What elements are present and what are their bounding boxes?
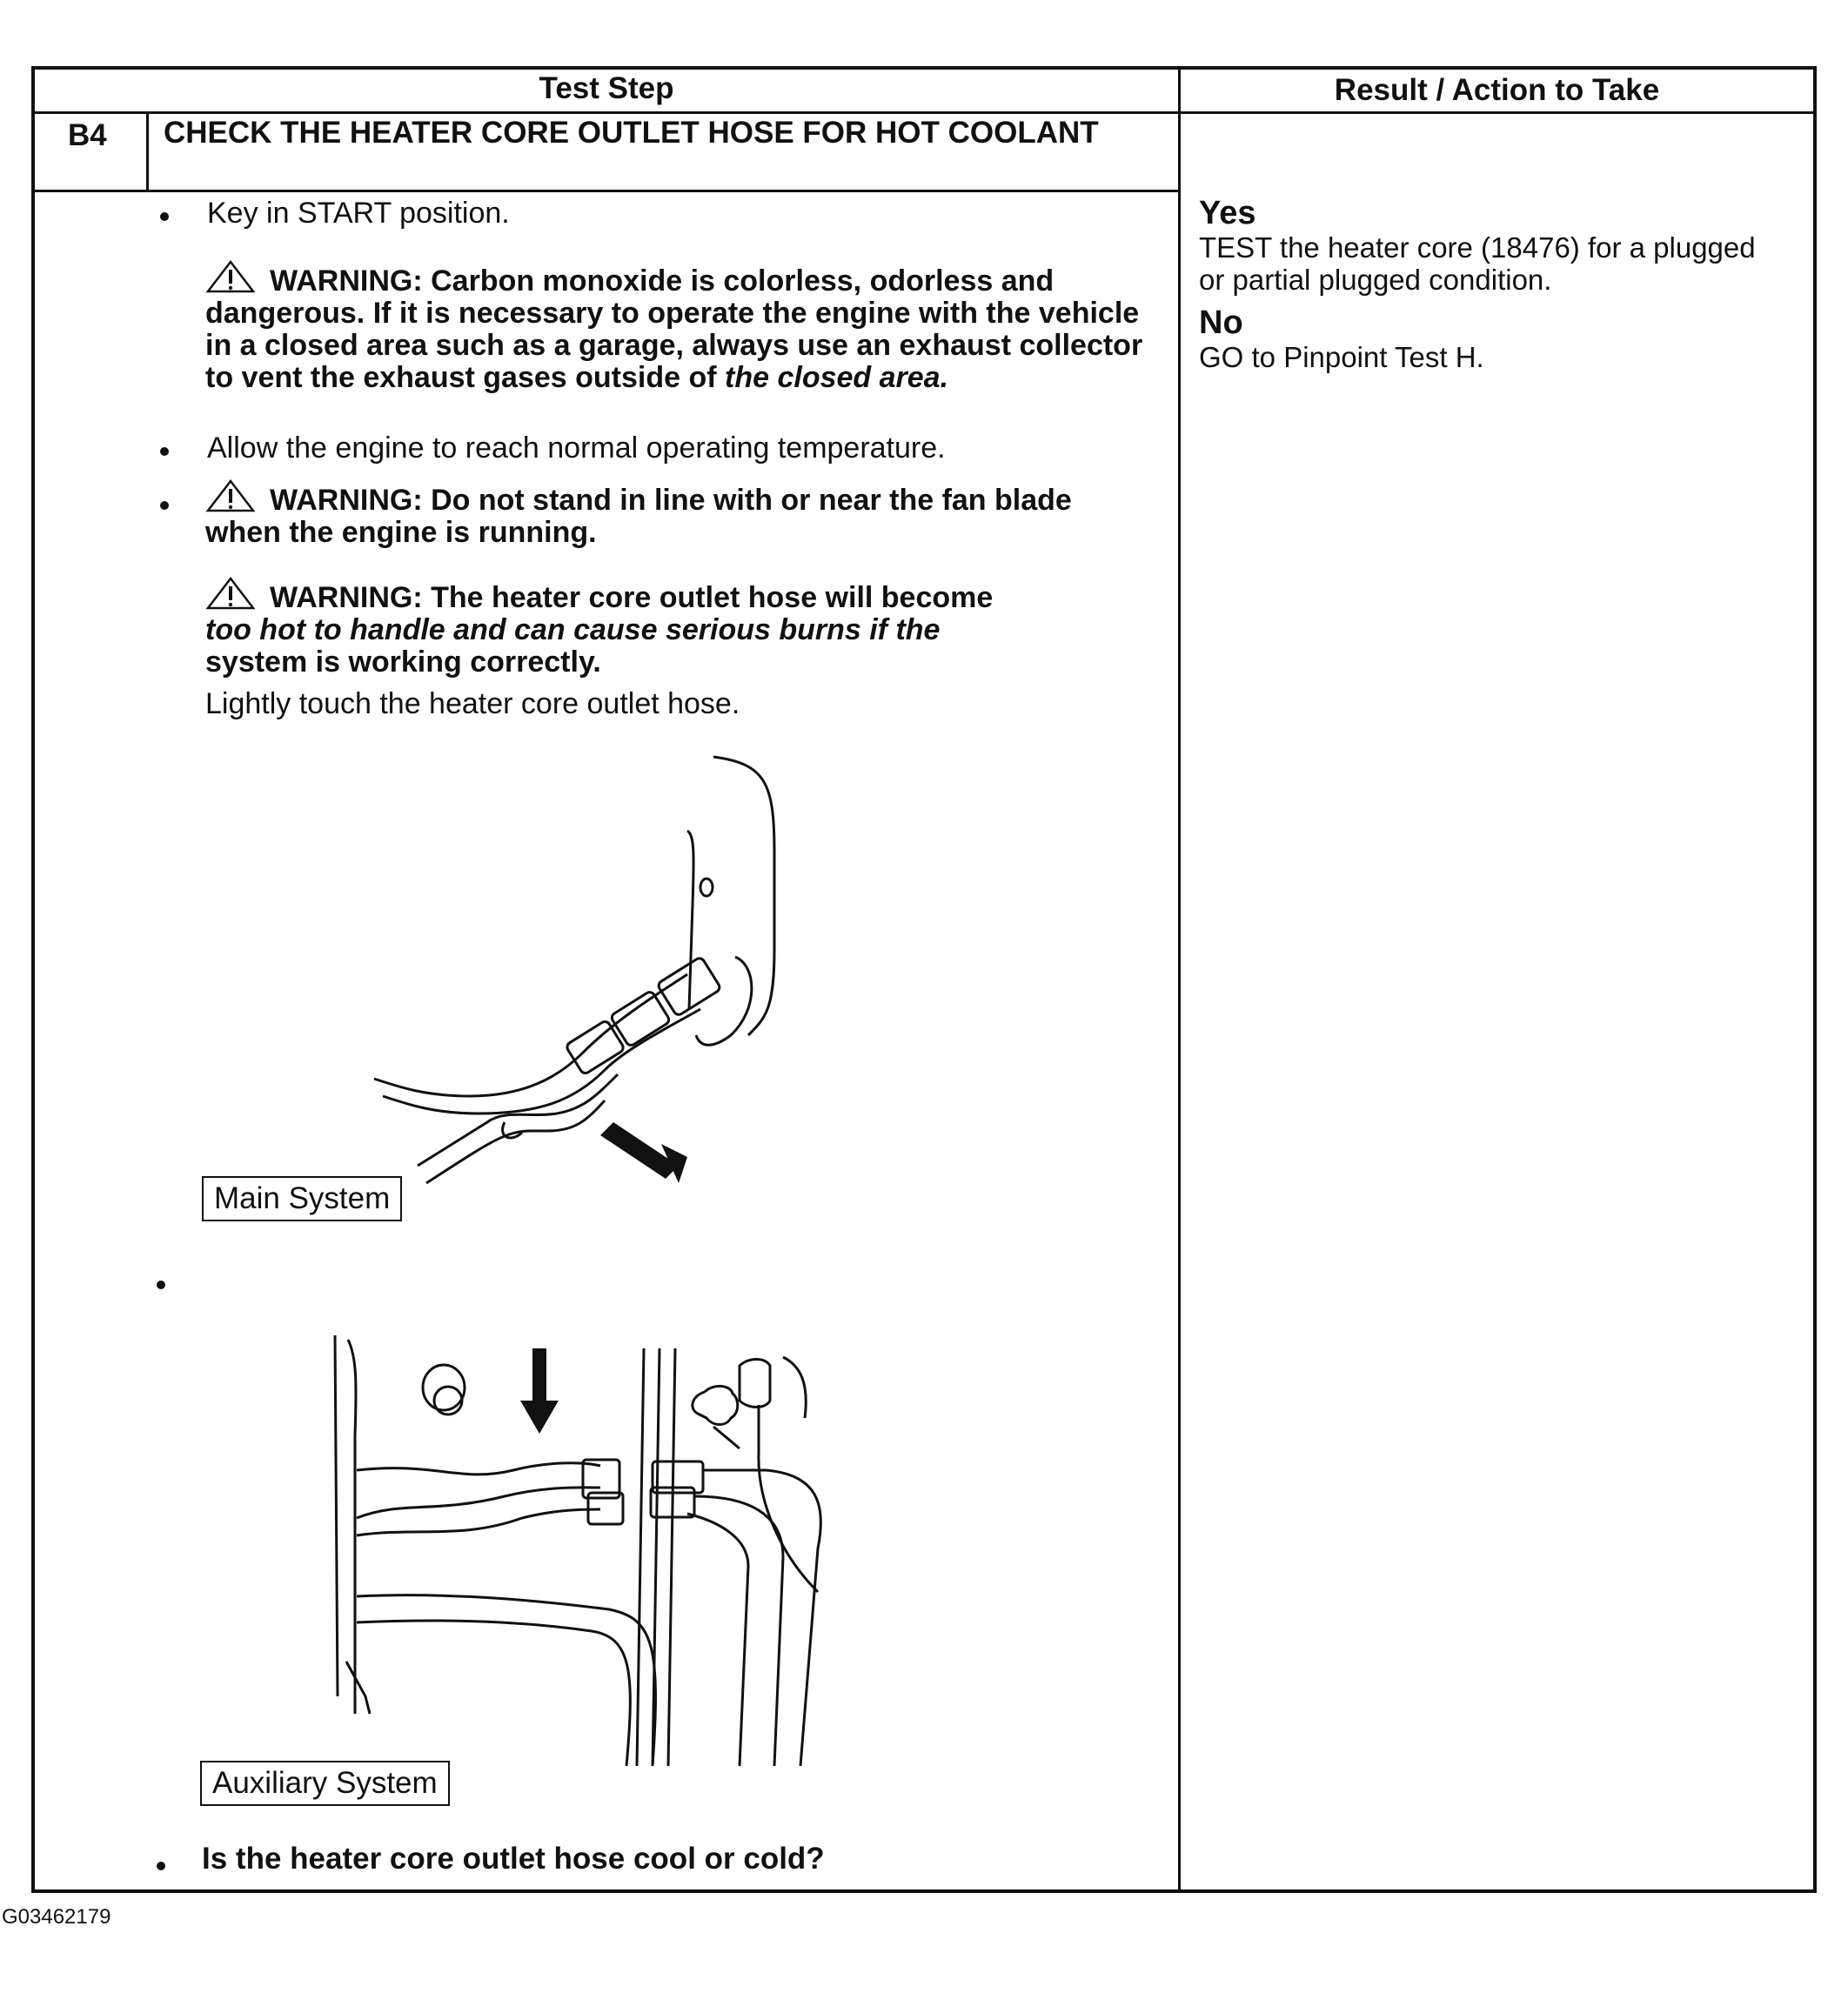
warning1-tail: the closed area. bbox=[725, 361, 949, 394]
figure-id: G03462179 bbox=[2, 1905, 111, 1929]
instruction-touch-hose: Lightly touch the heater core outlet hos… bbox=[205, 687, 740, 720]
warning3-italic: too hot to handle and can cause serious … bbox=[205, 613, 941, 646]
warning2-label: WARNING: bbox=[270, 484, 423, 517]
warning-triangle-icon bbox=[205, 478, 256, 512]
warning3-tail: system is working correctly. bbox=[205, 645, 601, 679]
step-id-divider bbox=[146, 113, 149, 191]
warning3-label: WARNING: bbox=[270, 581, 423, 614]
auxiliary-system-illustration bbox=[333, 1334, 822, 1767]
step-title: CHECK THE HEATER CORE OUTLET HOSE FOR HO… bbox=[164, 116, 1099, 150]
instruction-allow-engine: Allow the engine to reach normal operati… bbox=[207, 431, 946, 465]
bullet-dot bbox=[157, 1862, 165, 1870]
result-yes-text: TEST the heater core (18476) for a plugg… bbox=[1199, 231, 1756, 296]
header-divider bbox=[35, 111, 1813, 114]
main-system-illustration bbox=[373, 755, 776, 1185]
warning3-text: The heater core outlet hose will become bbox=[431, 581, 994, 614]
test-table bbox=[31, 66, 1817, 1893]
bullet-dot bbox=[160, 212, 169, 221]
test-step-header: Test Step bbox=[539, 71, 674, 105]
warning-carbon-monoxide: WARNING: Carbon monoxide is colorless, o… bbox=[205, 259, 1145, 394]
warning1-label: WARNING: bbox=[270, 264, 423, 298]
warning-fan-blade: WARNING: Do not stand in line with or ne… bbox=[205, 478, 1128, 549]
auxiliary-system-caption: Auxiliary System bbox=[200, 1761, 450, 1806]
bullet-dot bbox=[160, 447, 169, 456]
step-title-divider bbox=[35, 190, 1180, 192]
bullet-dot bbox=[160, 501, 169, 510]
main-system-caption: Main System bbox=[202, 1176, 403, 1221]
question-hose-cool: Is the heater core outlet hose cool or c… bbox=[202, 1842, 825, 1876]
result-no-text: GO to Pinpoint Test H. bbox=[1199, 341, 1484, 373]
warning-triangle-icon bbox=[205, 576, 256, 610]
instruction-key-start: Key in START position. bbox=[207, 197, 510, 230]
warning2-text: Do not stand in line with or near the fa… bbox=[205, 484, 1072, 549]
column-divider bbox=[1178, 70, 1181, 1889]
result-action-header: Result / Action to Take bbox=[1334, 73, 1660, 107]
bullet-dot bbox=[157, 1281, 165, 1289]
warning-triangle-icon bbox=[205, 259, 256, 293]
warning-hot-hose: WARNING: The heater core outlet hose wil… bbox=[205, 576, 1145, 679]
result-yes-label: Yes bbox=[1199, 195, 1256, 231]
step-id: B4 bbox=[68, 118, 107, 152]
result-no-label: No bbox=[1199, 304, 1243, 341]
warning1-text: Carbon monoxide is colorless, odorless a… bbox=[205, 264, 1143, 394]
